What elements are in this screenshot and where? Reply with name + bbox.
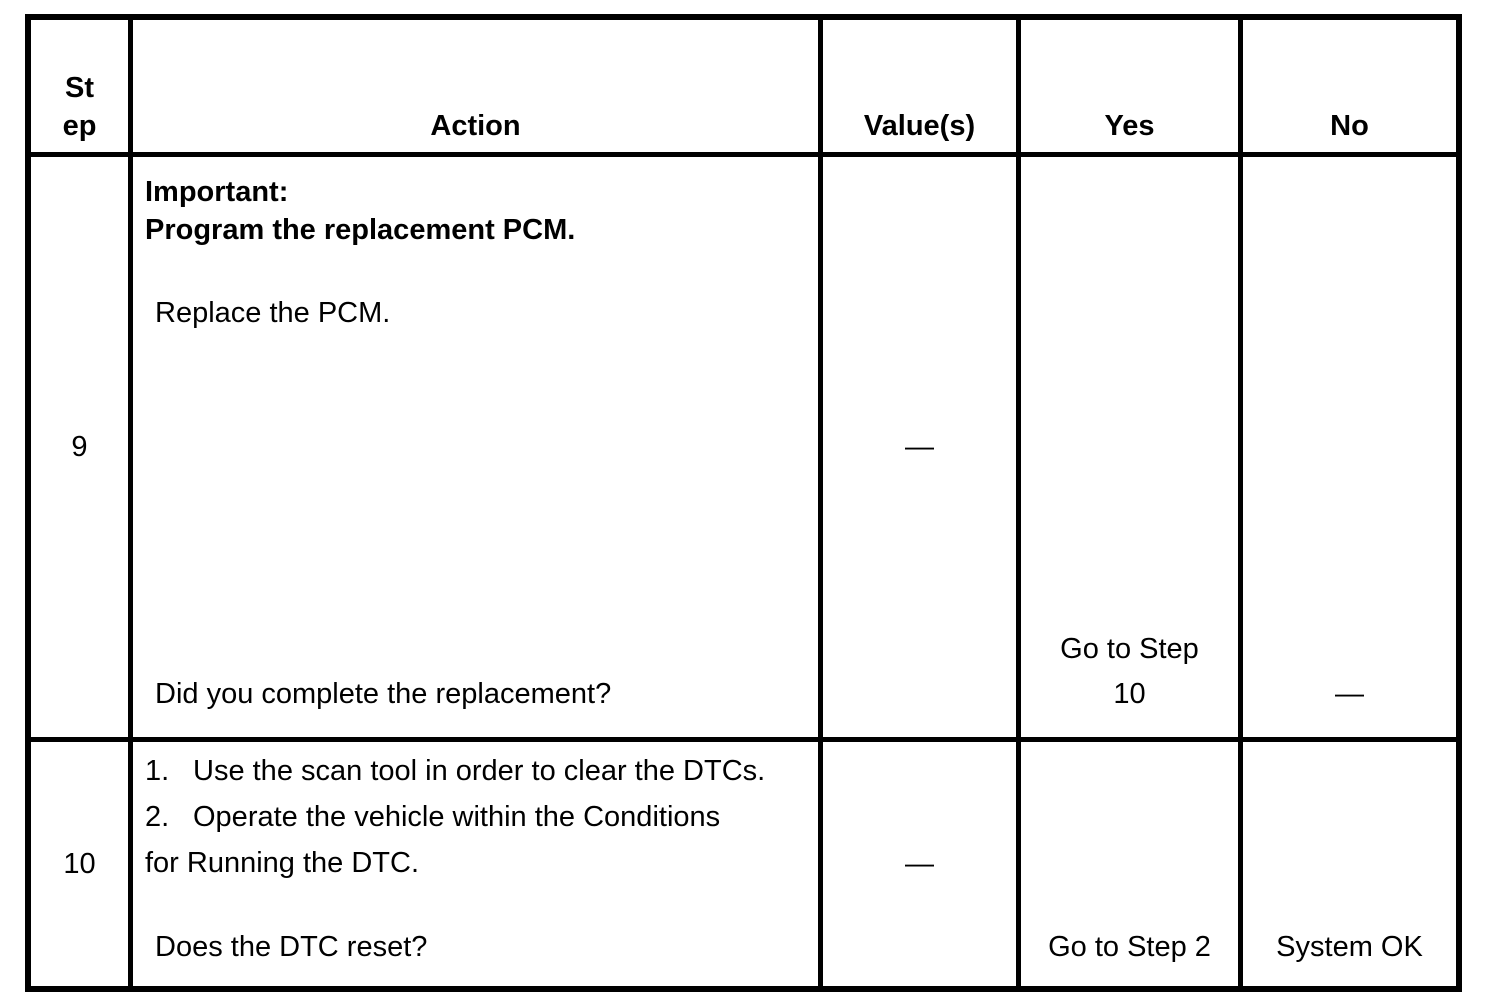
row10-yes-cell: Go to Step 2 (1021, 742, 1238, 986)
header-yes-label: Yes (1104, 110, 1155, 142)
row9-instruction: Replace the PCM. (155, 297, 391, 329)
row9-step-number: 9 (71, 431, 88, 463)
row9-important-text: Program the replacement PCM. (145, 214, 576, 246)
row9-step-cell: 9 (31, 157, 128, 737)
header-no-label: No (1330, 110, 1369, 142)
row9-important-block: Important: Program the replacement PCM. (145, 173, 808, 249)
row10-no-cell: System OK (1243, 742, 1456, 986)
row10-step-number: 10 (63, 848, 96, 880)
row10-action-cell: 1. Use the scan tool in order to clear t… (133, 742, 818, 986)
row9-important-label: Important: (145, 176, 289, 208)
row10-step-cell: 10 (31, 742, 128, 986)
row9-yes-cell: Go to Step 10 (1021, 157, 1238, 737)
row10-no-text: System OK (1276, 931, 1423, 963)
row10-list-item-1-text: Use the scan tool in order to clear the … (193, 755, 766, 787)
row9-no-dash: — (1335, 678, 1364, 710)
row10-list-item-2-number: 2. (145, 801, 170, 833)
row9-action-cell: Important: Program the replacement PCM. … (133, 157, 818, 737)
row9-values-dash: — (905, 431, 934, 463)
header-no-cell: No (1243, 20, 1456, 152)
header-action-label: Action (430, 110, 521, 142)
row9-no-cell: — (1243, 157, 1456, 737)
row9-question: Did you complete the replacement? (155, 678, 612, 710)
row10-list-item-1: 1. Use the scan tool in order to clear t… (145, 748, 808, 794)
row10-list-item-2-text: Operate the vehicle within the Condition… (193, 801, 721, 833)
row9-values-cell: — (823, 157, 1016, 737)
row10-values-cell: — (823, 742, 1016, 986)
row10-list-item-1-number: 1. (145, 755, 170, 787)
header-values-label: Value(s) (863, 110, 976, 142)
header-yes-cell: Yes (1021, 20, 1238, 152)
header-step-label: St ep (62, 72, 97, 142)
row10-list-item-2: 2. Operate the vehicle within the Condit… (145, 794, 808, 840)
header-step-cell: St ep (31, 20, 128, 152)
row10-question: Does the DTC reset? (155, 931, 428, 963)
row10-list-continuation: for Running the DTC. (145, 847, 420, 879)
diagnostic-table: St ep Action Value(s) Yes No 9 Important… (25, 14, 1462, 992)
row10-yes-text: Go to Step 2 (1048, 931, 1211, 963)
row10-values-dash: — (905, 848, 934, 880)
row9-yes-text: Go to Step 10 (1060, 633, 1199, 710)
header-values-cell: Value(s) (823, 20, 1016, 152)
header-action-cell: Action (133, 20, 818, 152)
